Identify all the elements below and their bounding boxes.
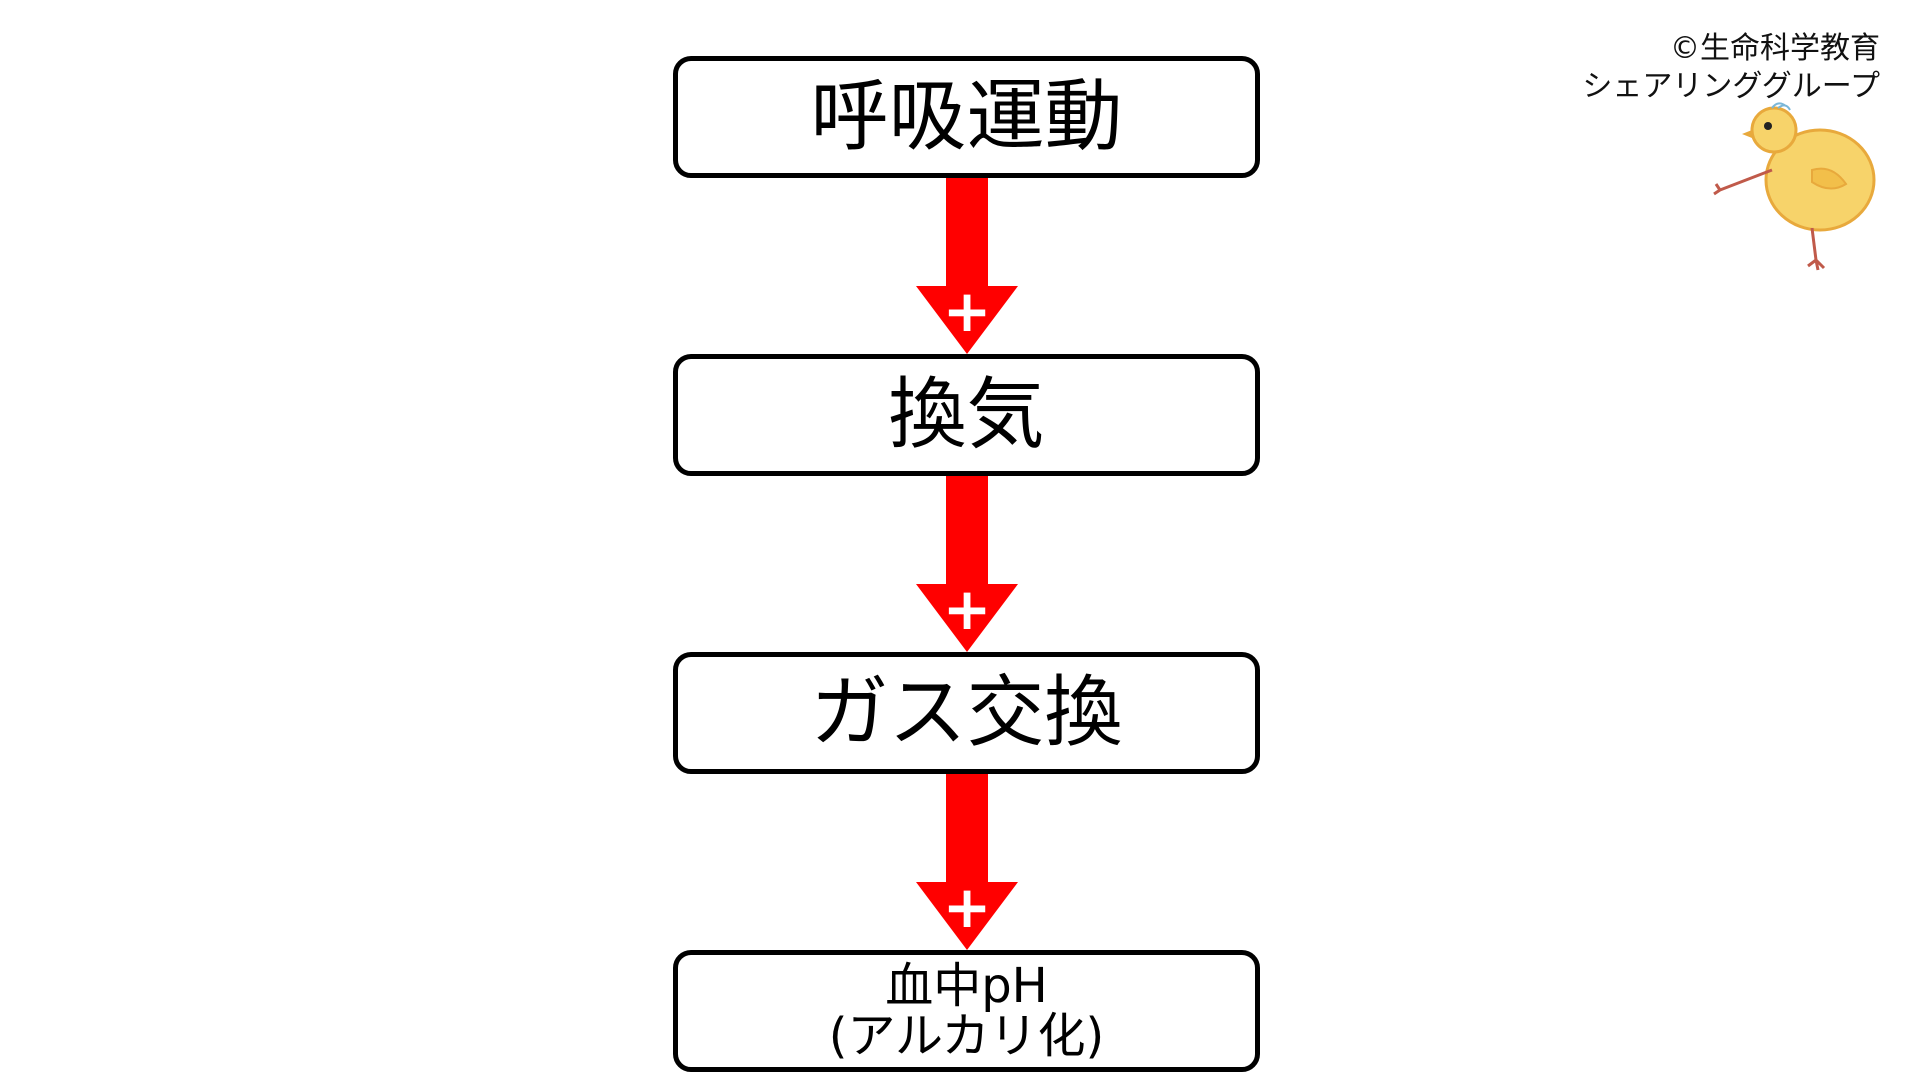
flow-box-label: 呼吸運動	[810, 72, 1123, 162]
plus-sign: +	[943, 873, 992, 941]
flow-arrow-1: +	[916, 178, 1018, 354]
plus-sign: +	[943, 575, 992, 643]
copyright-notice: ©生命科学教育 シェアリンググループ	[1582, 30, 1880, 106]
chick-mascot-icon	[1713, 102, 1876, 271]
flow-box-label-line2: (アルカリ化)	[828, 1008, 1105, 1064]
flow-box-label: 血中pH (アルカリ化)	[828, 957, 1105, 1064]
flow-arrow-3: +	[916, 774, 1018, 950]
flow-box-gas-exchange: ガス交換	[673, 652, 1260, 774]
flow-box-label-line1: 血中pH	[885, 957, 1048, 1014]
plus-sign: +	[943, 277, 992, 345]
flow-box-respiratory-movement: 呼吸運動	[673, 56, 1260, 178]
flow-box-label: ガス交換	[810, 668, 1123, 758]
copyright-line2: シェアリンググループ	[1582, 69, 1880, 104]
arrow-down-icon	[916, 476, 1018, 652]
copyright-line1: ©生命科学教育	[1670, 31, 1880, 66]
flow-box-ventilation: 換気	[673, 354, 1260, 476]
flow-box-label: 換気	[888, 370, 1045, 460]
arrow-down-icon	[916, 178, 1018, 354]
flow-arrow-2: +	[916, 476, 1018, 652]
flow-box-blood-ph: 血中pH (アルカリ化)	[673, 950, 1260, 1072]
arrow-down-icon	[916, 774, 1018, 950]
